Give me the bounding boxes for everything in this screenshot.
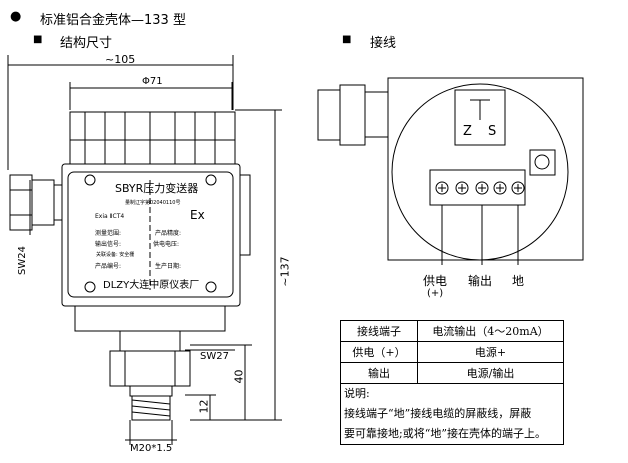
dim-width: ~105 bbox=[105, 53, 136, 66]
section-structure: 结构尺寸 bbox=[60, 36, 113, 51]
neck bbox=[74, 305, 226, 421]
bullet: ■ bbox=[33, 34, 43, 45]
nameplate-ex: Ex bbox=[190, 208, 205, 222]
switch-s-label: S bbox=[488, 124, 497, 139]
wiring-table: 接线端子电流输出（4～20mA） 供电（+）电源+ 输出电源/输出 说明: 接线… bbox=[340, 320, 564, 445]
nameplate-serial: 产品编号: bbox=[95, 263, 122, 270]
table-row: 输出电源/输出 bbox=[340, 362, 564, 384]
note-line: 接线端子“地”接线电缆的屏蔽线，屏蔽 bbox=[344, 407, 532, 420]
note-line: 要可靠接地;或将“地”接在壳体的端子上。 bbox=[344, 427, 546, 440]
table-cell: 供电（+） bbox=[340, 341, 418, 363]
nameplate-maker: DLZY大连中原仪表厂 bbox=[103, 280, 200, 291]
terminal-output-label: 输出 bbox=[468, 274, 493, 288]
dimension-lines bbox=[7, 55, 282, 445]
nameplate-voltage: 供电电压: bbox=[153, 241, 180, 248]
bullet: ● bbox=[10, 9, 22, 24]
section-wiring: 接线 bbox=[370, 36, 397, 51]
table-row: 供电（+）电源+ bbox=[340, 341, 564, 363]
terminal-ground-label: 地 bbox=[512, 274, 525, 288]
table-note: 说明: 接线端子“地”接线电缆的屏蔽线，屏蔽 要可靠接地;或将“地”接在壳体的端… bbox=[340, 383, 564, 445]
wiring-housing bbox=[387, 77, 584, 261]
dim-height: ~137 bbox=[278, 256, 292, 287]
table-cell: 电源+ bbox=[417, 341, 564, 363]
dim-diameter: Φ71 bbox=[142, 76, 163, 87]
nameplate-date: 生产日期: bbox=[155, 263, 182, 270]
nameplate-frame bbox=[67, 171, 234, 298]
ground-screw-icon bbox=[529, 149, 556, 176]
page-title: 标准铝合金壳体—133 型 bbox=[40, 13, 186, 28]
dim-sw-gland: SW24 bbox=[16, 246, 28, 275]
zs-switch bbox=[454, 89, 506, 146]
nameplate-title: SBYR压力变送器 bbox=[115, 182, 199, 195]
terminal-block bbox=[429, 169, 526, 265]
nameplate-range: 测量范围: bbox=[95, 230, 122, 237]
dim-sw-hex: SW27 bbox=[200, 351, 229, 362]
nameplate-assoc: 关联设备: 安全栅 bbox=[96, 252, 135, 258]
nameplate-output: 输出信号: bbox=[95, 241, 122, 248]
nameplate-accuracy: 产品精度: bbox=[155, 230, 182, 237]
bullet: ■ bbox=[342, 34, 352, 45]
dim-thread-len: 12 bbox=[197, 399, 211, 414]
note-title: 说明: bbox=[344, 387, 370, 400]
table-note-row: 说明: 接线端子“地”接线电缆的屏蔽线，屏蔽 要可靠接地;或将“地”接在壳体的端… bbox=[340, 383, 564, 445]
nameplate-license: 量制辽字第02040110号 bbox=[125, 200, 181, 206]
screw-icon bbox=[84, 174, 217, 293]
switch-z-label: Z bbox=[463, 124, 472, 139]
table-cell: 电源/输出 bbox=[417, 362, 564, 384]
dim-thread: M20*1.5 bbox=[130, 443, 173, 454]
table-cell: 输出 bbox=[340, 362, 418, 384]
housing-fins bbox=[69, 111, 236, 165]
wiring-chamber bbox=[391, 83, 569, 261]
terminal-power-sign: (+) bbox=[427, 288, 444, 299]
table-cell: 接线端子 bbox=[340, 320, 418, 342]
dim-lower: 40 bbox=[232, 369, 246, 384]
table-cell: 电流输出（4～20mA） bbox=[417, 320, 564, 342]
table-row: 接线端子电流输出（4～20mA） bbox=[340, 320, 564, 342]
cable-gland bbox=[317, 84, 389, 146]
nameplate-exia: Exia ⅡCT4 bbox=[95, 213, 125, 220]
cable-gland bbox=[9, 174, 63, 231]
terminal-power-label: 供电 bbox=[423, 274, 448, 288]
side-boss bbox=[239, 174, 251, 256]
